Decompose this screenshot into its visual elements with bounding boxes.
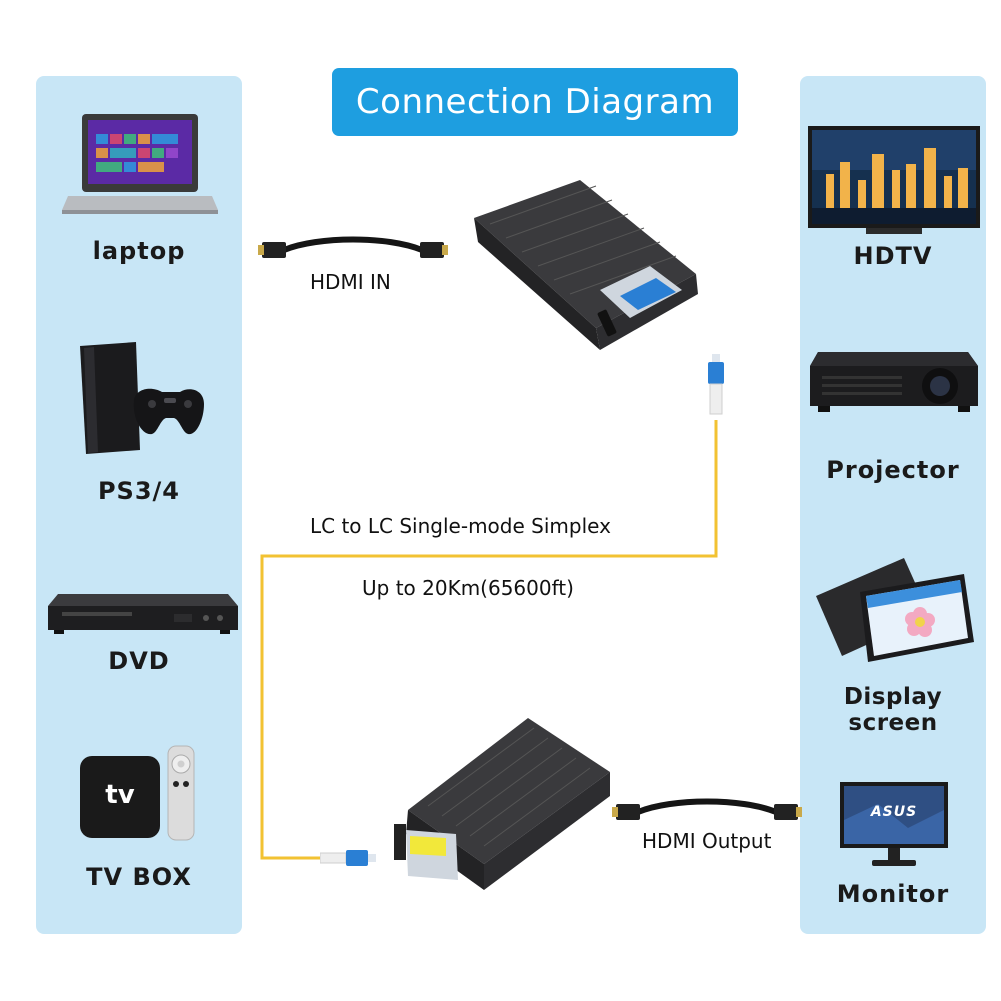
transmitter-converter-icon — [470, 178, 700, 358]
source-label-ps: PS3/4 — [97, 477, 181, 505]
fiber-type-label: LC to LC Single-mode Simplex — [310, 514, 611, 538]
laptop-icon — [60, 110, 220, 220]
monitor-logo-text: ASUS — [870, 804, 918, 820]
game-console-icon — [76, 340, 206, 458]
tv-box-logo-text: tv — [105, 780, 135, 810]
display-label-monitor: Monitor — [836, 880, 950, 908]
hdtv-icon — [806, 124, 982, 236]
tv-box-icon: tv — [78, 742, 174, 842]
hdmi-in-label: HDMI IN — [310, 270, 391, 294]
lc-connector-top-icon — [704, 354, 728, 424]
fiber-distance-label: Up to 20Km(65600ft) — [362, 576, 574, 600]
source-label-dvd: DVD — [108, 647, 170, 675]
receiver-converter-icon — [388, 714, 614, 894]
display-label-display-screen: Display screen — [843, 684, 943, 736]
monitor-icon: ASUS — [838, 780, 950, 868]
display-label-hdtv: HDTV — [853, 242, 933, 270]
source-label-tvbox: TV BOX — [86, 863, 192, 891]
hdmi-in-cable-icon — [258, 230, 448, 270]
dvd-player-icon — [44, 592, 240, 638]
hdmi-output-cable-icon — [612, 792, 802, 832]
remote-icon — [166, 744, 196, 842]
diagram-title: Connection Diagram — [332, 68, 738, 136]
hdmi-output-label: HDMI Output — [642, 829, 772, 853]
source-label-laptop: laptop — [92, 237, 186, 265]
lc-connector-bottom-icon — [320, 846, 380, 870]
tablet-icon — [814, 556, 976, 668]
display-label-projector: Projector — [826, 456, 960, 484]
projector-icon — [808, 342, 980, 416]
